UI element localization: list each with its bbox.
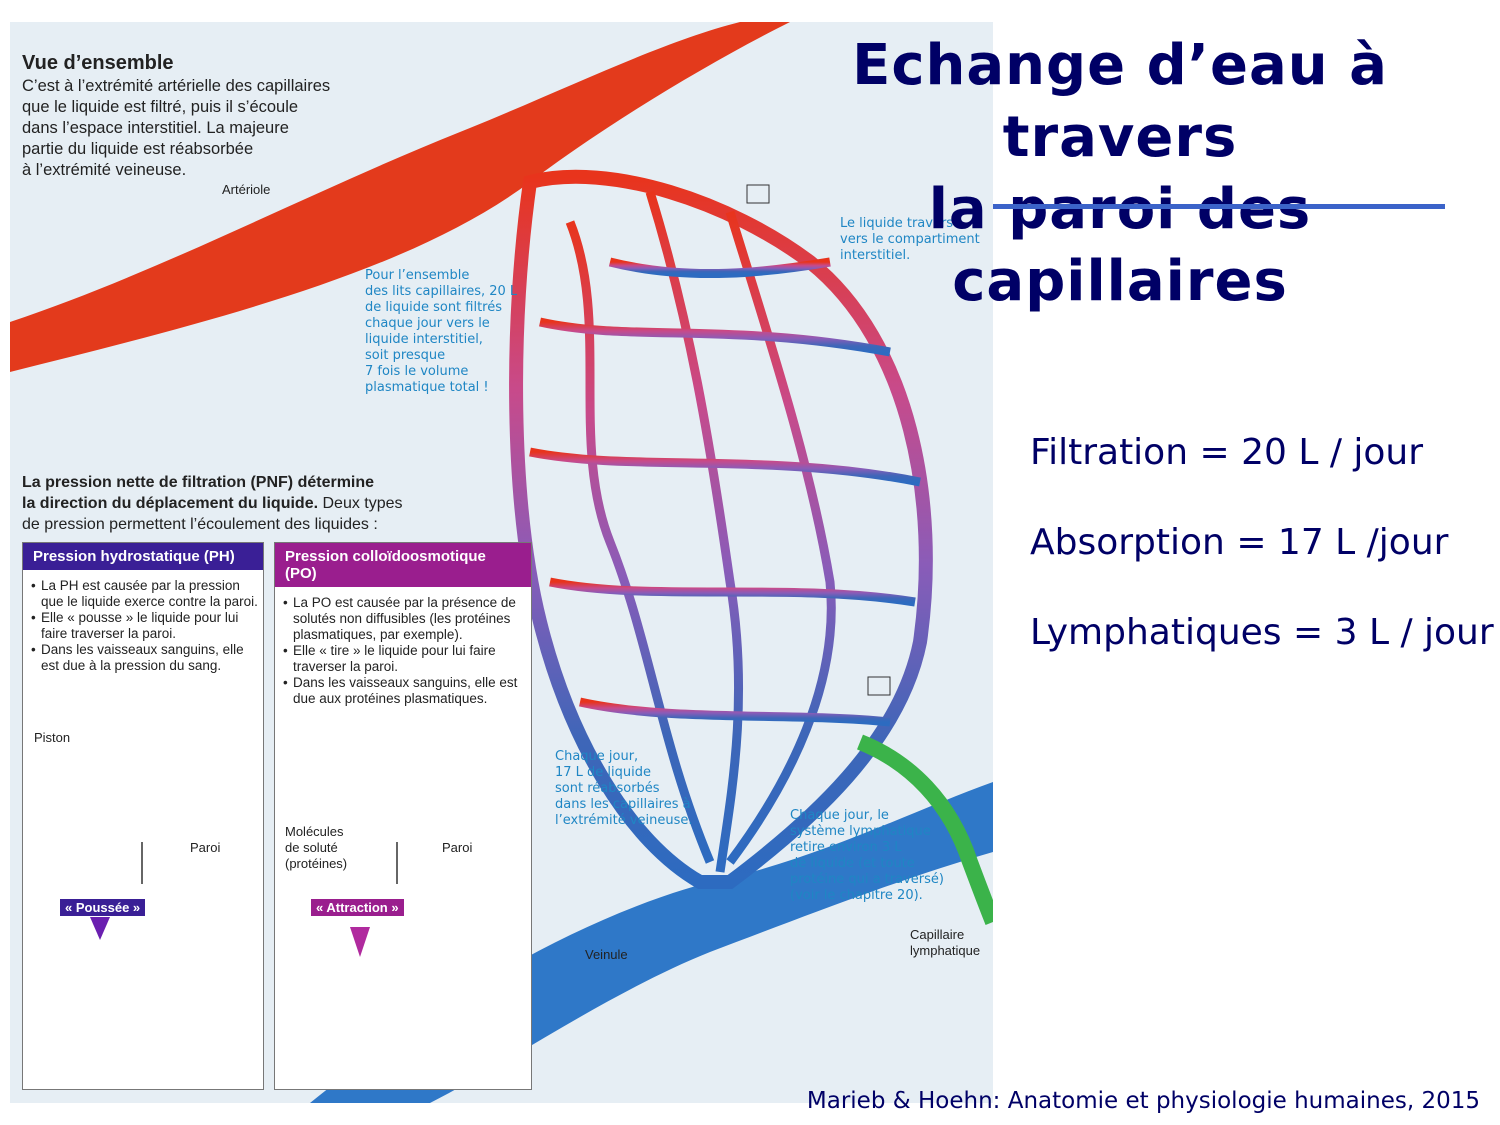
ph-box-header: Pression hydrostatique (PH) (23, 543, 263, 570)
text-line: Le liquide traverse (840, 216, 962, 231)
overview-text: C’est à l’extrémité artérielle des capil… (22, 76, 330, 181)
text-line: vers le compartiment (840, 232, 980, 247)
text-line: Chaque jour, le (790, 808, 889, 823)
text-line: La pression nette de filtration (PNF) dé… (22, 474, 375, 491)
ph-box: Pression hydrostatique (PH) La PH est ca… (22, 542, 264, 1090)
title-underline (993, 204, 1445, 209)
text-line: dans l’espace interstitiel. La majeure (22, 119, 289, 137)
molecules-label: Molécules de soluté (protéines) (285, 824, 347, 872)
citation: Marieb & Hoehn: Anatomie et physiologie … (806, 1088, 1480, 1114)
reabsorbed-callout: Chaque jour, 17 L de liquide sont réabso… (555, 749, 693, 829)
text-line: Chaque jour, (555, 749, 639, 764)
text-line: Capillaire (910, 927, 965, 942)
text-line: Molécules (285, 824, 344, 839)
text-line: Pour l’ensemble (365, 268, 470, 283)
arteriole-label: Artériole (222, 182, 271, 197)
title-line: la paroi des capillaires (928, 177, 1312, 314)
lymph-capillary-label: Capillaire lymphatique (910, 927, 980, 959)
text-line: soit presque (365, 348, 446, 363)
bullet: Dans les vaisseaux sanguins, elle est du… (31, 642, 263, 674)
textbook-figure: Vue d’ensemble C’est à l’extrémité artér… (10, 22, 993, 1103)
text-line: lymphatique (910, 943, 981, 958)
text-line: (protéines) (285, 856, 348, 871)
piston-label: Piston (34, 730, 71, 745)
text-line: sont réabsorbés (555, 781, 660, 796)
attraction-tag: « Attraction » (311, 899, 404, 916)
title-line: Echange d’eau à travers (852, 33, 1388, 170)
venule-label: Veinule (585, 947, 628, 962)
po-box: Pression colloïdoosmotique (PO) La PO es… (274, 542, 532, 1090)
text-line: de liquide sont filtrés (365, 300, 503, 315)
text-line: 17 L de liquide (555, 765, 652, 780)
bullet: La PO est causée par la présence de solu… (283, 595, 531, 643)
lymph-callout: Chaque jour, le système lymphatique reti… (790, 808, 944, 904)
text-line: plasmatique total ! (365, 380, 489, 395)
po-box-header: Pression colloïdoosmotique (PO) (275, 543, 531, 587)
text-line: de pression permettent l’écoulement des … (22, 516, 378, 533)
text-line: à l’extrémité veineuse. (22, 161, 187, 179)
text-line: partie du liquide est réabsorbée (22, 140, 254, 158)
bullet: Dans les vaisseaux sanguins, elle est du… (283, 675, 531, 707)
text-line: système lymphatique (790, 824, 931, 839)
text-line: interstitiel. (840, 248, 911, 263)
text-line: 7 fois le volume (365, 364, 469, 379)
text-line: liquide interstitiel, (365, 332, 483, 347)
overview-heading: Vue d’ensemble (22, 52, 174, 74)
text-line: protéine qui a traversé) (790, 872, 944, 887)
slide-title: Echange d’eau à travers la paroi des cap… (770, 30, 1470, 318)
text-line: Deux types (322, 495, 403, 512)
arteriole-vessel (10, 22, 790, 372)
capillary-network (529, 190, 921, 873)
text-line: dans les capillaires à (555, 797, 691, 812)
stat-lymphatics: Lymphatiques = 3 L / jour (1030, 612, 1494, 653)
text-line: l’extrémité veineuse. (555, 813, 693, 828)
text-line: retire environ 3 L (790, 840, 902, 855)
text-line: la direction du déplacement du liquide. (22, 495, 319, 512)
push-tag: « Poussée » (60, 899, 146, 916)
interstitial-callout: Le liquide traverse vers le compartiment… (840, 216, 980, 264)
capillary-bed (509, 169, 933, 889)
text-line: de liquide (et toute (790, 856, 915, 871)
bullet: Elle « tire » le liquide pour lui faire … (283, 643, 531, 675)
paroi-label-po: Paroi (442, 840, 473, 855)
bullet: Elle « pousse » le liquide pour lui fair… (31, 610, 263, 642)
paroi-label-ph: Paroi (190, 840, 221, 855)
text-line: (voir le chapitre 20). (790, 888, 923, 903)
text-line: de soluté (285, 840, 338, 855)
lymph-capillary (856, 734, 993, 925)
text-line: que le liquide est filtré, puis il s’éco… (22, 98, 299, 116)
stat-absorption: Absorption = 17 L /jour (1030, 522, 1449, 563)
pnf-text: La pression nette de filtration (PNF) dé… (22, 472, 403, 535)
bullet: La PH est causée par la pression que le … (31, 578, 263, 610)
text-line: chaque jour vers le (365, 316, 490, 331)
filtration-callout: Pour l’ensemble des lits capillaires, 20… (365, 268, 517, 396)
text-line: des lits capillaires, 20 L (365, 284, 518, 299)
stat-filtration: Filtration = 20 L / jour (1030, 432, 1424, 473)
text-line: C’est à l’extrémité artérielle des capil… (22, 77, 331, 95)
